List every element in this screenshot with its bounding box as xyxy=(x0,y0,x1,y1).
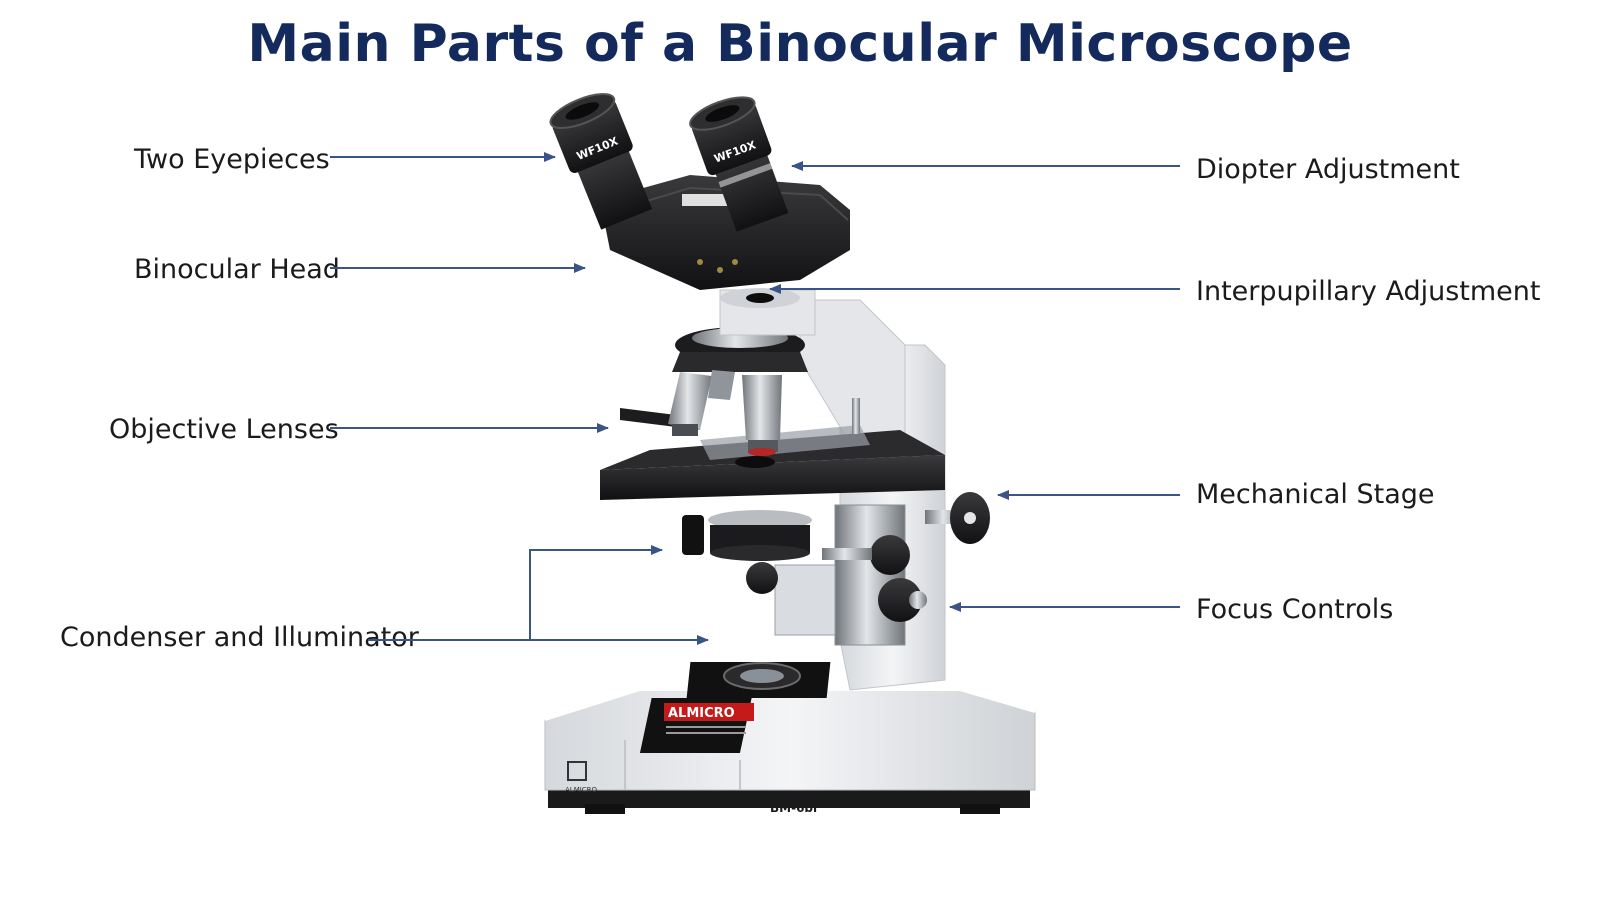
brand-text: ALMICRO xyxy=(668,706,735,721)
model-text: BM-6bi xyxy=(770,801,817,815)
label-two-eyepieces: Two Eyepieces xyxy=(134,144,330,175)
label-focus-controls: Focus Controls xyxy=(1196,594,1394,625)
label-condenser-illuminator: Condenser and Illuminator xyxy=(60,622,419,653)
microscope-base: ALMICRO ALMICRO BM-6bi xyxy=(544,689,1036,815)
microscope-illustration: ALMICRO ALMICRO BM-6bi xyxy=(544,93,1036,815)
label-interpupillary-adjustment: Interpupillary Adjustment xyxy=(1196,276,1541,307)
label-objective-lenses: Objective Lenses xyxy=(109,414,339,445)
leader-arrows xyxy=(330,152,1180,645)
badge-caption: ALMICRO xyxy=(565,786,598,794)
illuminator xyxy=(686,662,831,698)
arrow-condenser xyxy=(368,545,663,641)
focus-knobs xyxy=(746,535,927,622)
eyepieces-drawing: WF10X WF10X xyxy=(549,93,789,232)
label-mechanical-stage: Mechanical Stage xyxy=(1196,479,1435,510)
nosepiece xyxy=(672,327,808,372)
label-binocular-head: Binocular Head xyxy=(134,254,340,285)
condenser xyxy=(682,510,812,561)
stage-knob xyxy=(925,492,990,544)
logo-badge: ALMICRO xyxy=(565,761,598,794)
label-diopter-adjustment: Diopter Adjustment xyxy=(1196,154,1460,185)
brand-plate: ALMICRO xyxy=(639,698,754,753)
page-title: Main Parts of a Binocular Microscope xyxy=(247,14,1353,74)
objective-lenses-drawing xyxy=(668,370,782,456)
